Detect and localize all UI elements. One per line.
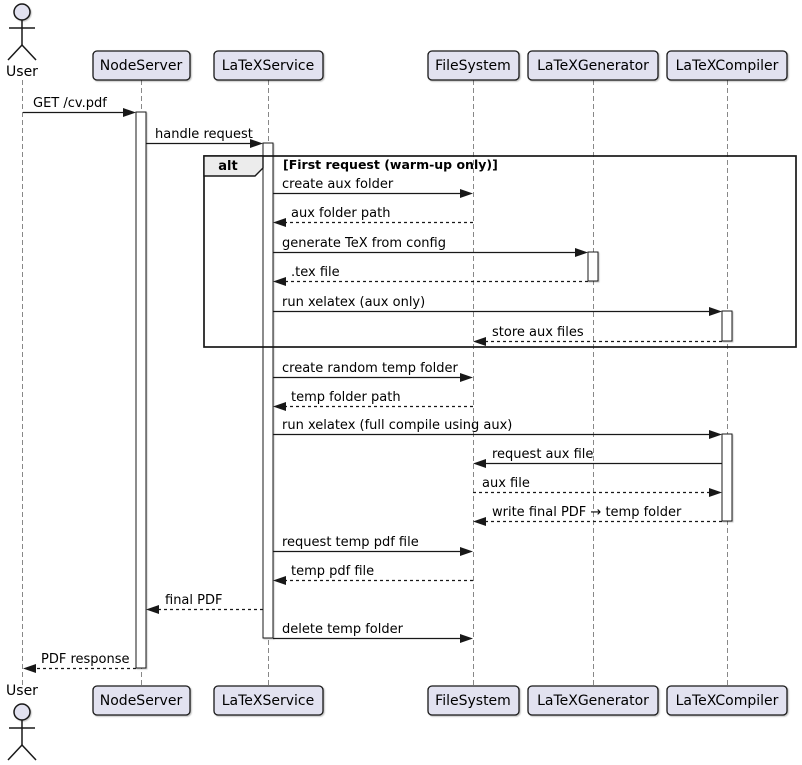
participant-box-top-LaTeXGenerator: [527, 50, 659, 81]
message-label-4: generate TeX from config: [282, 236, 446, 251]
participant-box-bottom-LaTeXGenerator: [527, 685, 659, 716]
message-label-6: run xelatex (aux only): [282, 295, 425, 310]
message-arrowhead-1: [250, 139, 263, 148]
activation-bar-LaTeXCompiler: [721, 433, 733, 522]
participant-label-bottom-FileSystem: FileSystem: [435, 693, 511, 709]
participant-box-top-LaTeXCompiler: [666, 50, 788, 81]
participant-label-top-LaTeXCompiler: LaTeXCompiler: [676, 58, 779, 74]
participant-box-top-FileSystem: [427, 50, 520, 81]
message-arrowhead-7: [473, 337, 486, 346]
actor-figure-leg-left-bottom: [7, 744, 23, 761]
participant-box-top-LaTeXService: [213, 50, 324, 81]
alt-operator-label: alt: [218, 159, 237, 174]
message-arrowhead-11: [473, 459, 486, 468]
participant-box-bottom-LaTeXCompiler: [666, 685, 788, 716]
message-arrowhead-10: [709, 430, 722, 439]
message-arrowhead-18: [23, 664, 36, 673]
message-arrowhead-17: [460, 634, 473, 643]
message-arrowhead-12: [709, 488, 722, 497]
participant-label-bottom-NodeServer: NodeServer: [100, 693, 183, 709]
actor-figure-head-bottom: [13, 703, 31, 721]
alt-condition-label: [First request (warm-up only)]: [283, 157, 498, 172]
participant-label-top-LaTeXGenerator: LaTeXGenerator: [537, 58, 649, 74]
participant-label-top-LaTeXService: LaTeXService: [222, 58, 315, 74]
message-arrowhead-6: [709, 307, 722, 316]
message-label-9: temp folder path: [291, 390, 401, 405]
alt-fragment-frame: [203, 155, 797, 348]
participant-label-bottom-LaTeXCompiler: LaTeXCompiler: [676, 693, 779, 709]
message-label-16: final PDF: [165, 593, 222, 608]
message-label-2: create aux folder: [282, 177, 394, 192]
activation-bar-LaTeXGenerator: [587, 251, 599, 282]
participant-box-bottom-NodeServer: [92, 685, 191, 716]
message-label-14: request temp pdf file: [282, 535, 419, 550]
participant-box-bottom-FileSystem: [427, 685, 520, 716]
message-label-1: handle request: [155, 127, 253, 142]
activation-bar-NodeServer: [135, 111, 147, 669]
participant-label-top-NodeServer: NodeServer: [100, 58, 183, 74]
message-arrowhead-8: [460, 373, 473, 382]
participant-box-bottom-LaTeXService: [213, 685, 324, 716]
participant-label-bottom-LaTeXService: LaTeXService: [222, 693, 315, 709]
message-label-18: PDF response: [41, 652, 130, 667]
message-arrowhead-9: [273, 402, 286, 411]
message-arrowhead-0: [123, 108, 136, 117]
actor-label-bottom: User: [6, 683, 38, 699]
message-arrowhead-2: [460, 189, 473, 198]
message-label-8: create random temp folder: [282, 361, 458, 376]
activation-bar-LaTeXService: [262, 142, 274, 639]
actor-figure-leg-right-bottom: [21, 744, 37, 761]
message-label-0: GET /cv.pdf: [33, 96, 107, 111]
message-arrowhead-4: [575, 248, 588, 257]
message-label-11: request aux file: [492, 447, 593, 462]
participant-label-bottom-LaTeXGenerator: LaTeXGenerator: [537, 693, 649, 709]
actor-figure-leg-left-top: [7, 44, 23, 61]
message-arrowhead-14: [460, 547, 473, 556]
message-arrowhead-3: [273, 218, 286, 227]
message-label-7: store aux files: [492, 325, 584, 340]
participant-label-top-FileSystem: FileSystem: [435, 58, 511, 74]
message-arrowhead-13: [473, 517, 486, 526]
message-label-3: aux folder path: [291, 206, 390, 221]
message-label-5: .tex file: [291, 265, 340, 280]
message-label-13: write final PDF → temp folder: [492, 505, 682, 520]
message-arrowhead-15: [273, 576, 286, 585]
message-label-10: run xelatex (full compile using aux): [282, 418, 512, 433]
message-label-17: delete temp folder: [282, 622, 404, 637]
message-arrowhead-5: [273, 277, 286, 286]
activation-bar-LaTeXCompiler: [721, 310, 733, 342]
actor-figure-head-top: [13, 3, 31, 21]
actor-figure-leg-right-top: [21, 44, 37, 61]
participant-box-top-NodeServer: [92, 50, 191, 81]
alt-operator-tab: [203, 155, 264, 177]
actor-label-top: User: [6, 64, 38, 80]
message-arrowhead-16: [146, 605, 159, 614]
message-label-12: aux file: [482, 476, 530, 491]
message-label-15: temp pdf file: [291, 564, 374, 579]
